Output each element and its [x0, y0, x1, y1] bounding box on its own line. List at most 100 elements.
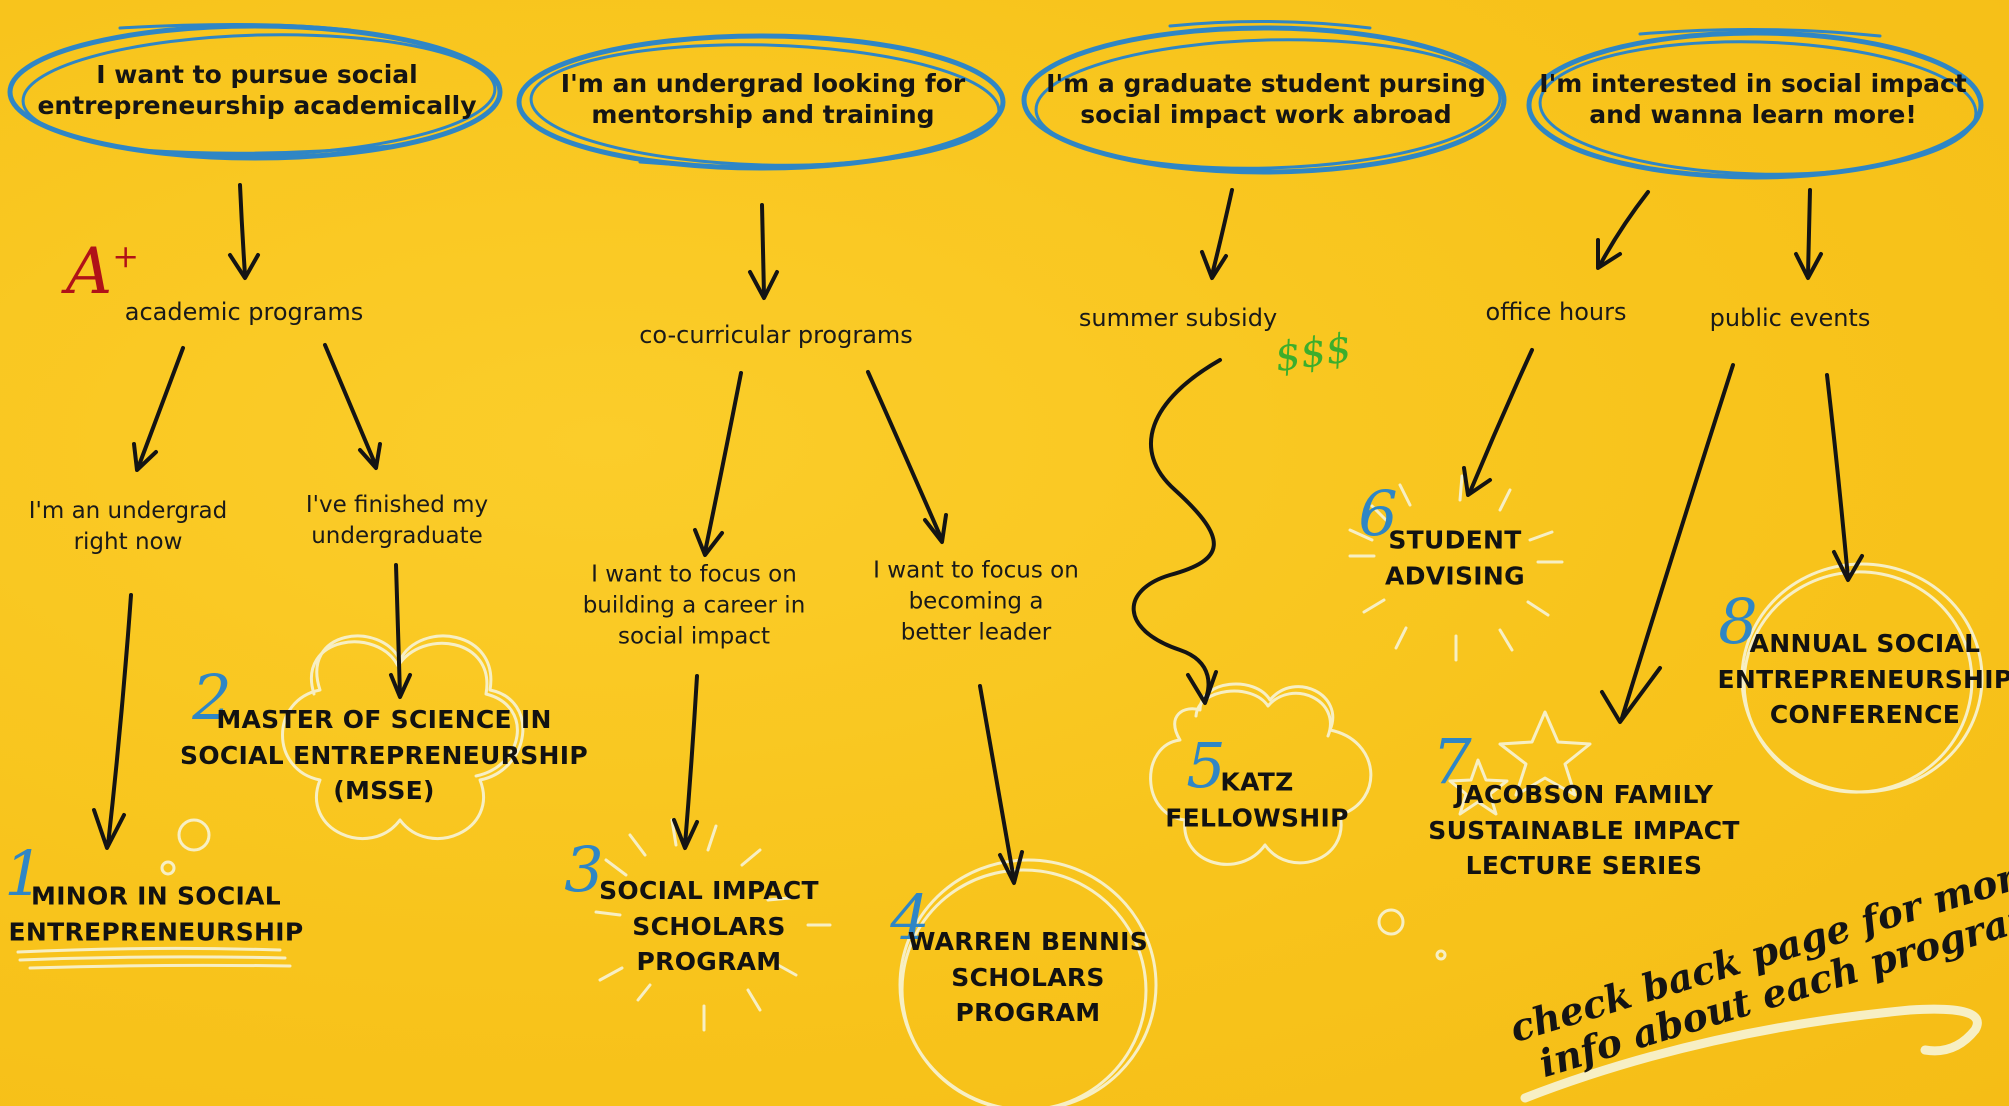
category-public-events: public events: [1709, 304, 1871, 332]
program-1-line1: MINOR IN SOCIAL: [31, 881, 281, 911]
question-oval-2: [516, 33, 1006, 171]
arrow-academic-undergrad: [136, 346, 185, 470]
question-oval-1: [7, 22, 503, 161]
sublabel-leader-focus-line2: becoming a: [908, 588, 1044, 615]
program-5-line2: FELLOWSHIP: [1165, 803, 1349, 832]
question-3: I'm a graduate student pursing social im…: [1046, 68, 1486, 131]
sublabel-career-focus: I want to focus on building a career in …: [583, 559, 806, 652]
program-2-msse: MASTER OF SCIENCE IN SOCIAL ENTREPRENEUR…: [180, 702, 588, 809]
question-3-line2: social impact work abroad: [1080, 100, 1452, 129]
program-6-student-advising: STUDENT ADVISING: [1385, 523, 1525, 594]
question-4: I'm interested in social impact and wann…: [1539, 68, 1966, 131]
arrow-leader-wbsp: [978, 684, 1016, 882]
sublabel-undergrad-now: I'm an undergrad right now: [29, 496, 228, 558]
arrow-public-conference: [1825, 373, 1850, 580]
program-8-number: 8: [1718, 585, 1758, 658]
question-2-line1: I'm an undergrad looking for: [560, 68, 966, 98]
program-8-annual-conference: ANNUAL SOCIAL ENTREPRENEURSHIP CONFERENC…: [1718, 626, 2009, 733]
program-8-circle: [1740, 562, 1984, 794]
sublabel-career-focus-line1: I want to focus on: [591, 561, 797, 588]
category-office-hours: office hours: [1485, 298, 1627, 326]
program-2-line1: MASTER OF SCIENCE IN: [216, 704, 552, 734]
program-4-line3: PROGRAM: [955, 997, 1101, 1027]
arrow-q2-cocurricular: [760, 203, 766, 297]
program-8-line1: ANNUAL SOCIAL: [1749, 628, 1981, 658]
question-1-line2: entrepreneurship academically: [37, 91, 477, 120]
a-plus-grade-icon: A+: [66, 240, 139, 304]
arrow-cocurricular-leader: [866, 370, 944, 542]
program-5-flower: [1149, 682, 1373, 866]
program-6-line2: ADVISING: [1385, 561, 1525, 590]
category-academic-programs: academic programs: [124, 298, 364, 326]
question-4-line2: and wanna learn more!: [1589, 100, 1917, 129]
sublabel-leader-focus-line1: I want to focus on: [873, 557, 1079, 584]
program-1-underline: [16, 818, 292, 970]
program-3-burst: [594, 818, 832, 1032]
sublabel-finished-undergrad: I've finished my undergraduate: [306, 490, 488, 552]
program-8-line2: ENTREPRENEURSHIP: [1717, 664, 2009, 694]
arrow-career-sisp: [683, 674, 699, 847]
program-4-line1: WARREN BENNIS: [907, 926, 1149, 956]
question-2: I'm an undergrad looking for mentorship …: [561, 68, 965, 131]
program-7-line1: JACOBSON FAMILY: [1454, 779, 1714, 809]
arrow-summer-katz: [1131, 358, 1222, 702]
program-4-line2: SCHOLARS: [951, 962, 1105, 992]
program-5-katz-fellowship: KATZ FELLOWSHIP: [1165, 765, 1349, 836]
program-3-line1: SOCIAL IMPACT: [599, 875, 819, 905]
program-1-line2: ENTREPRENEURSHIP: [8, 917, 304, 946]
program-1-minor: MINOR IN SOCIAL ENTREPRENEURSHIP: [9, 879, 304, 950]
arrow-q4-office: [1598, 190, 1650, 267]
program-3-number: 3: [564, 833, 604, 906]
sublabel-finished-undergrad-line2: undergraduate: [311, 523, 483, 549]
sublabel-undergrad-now-line2: right now: [73, 529, 183, 555]
question-4-line1: I'm interested in social impact: [1539, 68, 1967, 98]
question-3-line1: I'm a graduate student pursing: [1046, 68, 1486, 98]
question-oval-4: [1526, 27, 1984, 180]
arrow-finished-msse: [394, 563, 402, 697]
program-4-circle: [898, 858, 1158, 1106]
sublabel-leader-focus-line3: better leader: [900, 619, 1052, 646]
category-co-curricular-programs: co-curricular programs: [639, 321, 913, 349]
arrow-academic-finished: [323, 343, 378, 468]
question-1: I want to pursue social entrepreneurship…: [37, 59, 476, 122]
sublabel-career-focus-line2: building a career in: [582, 592, 806, 619]
program-6-line1: STUDENT: [1388, 525, 1522, 555]
grade-plus: +: [112, 237, 140, 275]
program-7-jacobson-lecture-series: JACOBSON FAMILY SUSTAINABLE IMPACT LECTU…: [1428, 777, 1739, 884]
program-3-line3: PROGRAM: [636, 946, 782, 976]
sublabel-leader-focus: I want to focus on becoming a better lea…: [873, 555, 1079, 648]
program-3-line2: SCHOLARS: [632, 911, 786, 941]
sublabel-career-focus-line3: social impact: [617, 623, 771, 650]
sublabel-finished-undergrad-line1: I've finished my: [305, 491, 489, 518]
program-1-number: 1: [4, 837, 44, 910]
arrow-q4-public: [1806, 188, 1812, 277]
program-2-line3: (MSSE): [333, 775, 435, 805]
program-8-line3: CONFERENCE: [1769, 699, 1961, 729]
program-5-number: 5: [1186, 729, 1226, 802]
program-4-number: 4: [890, 881, 930, 954]
program-6-number: 6: [1358, 477, 1398, 550]
note-swoosh: [1520, 1004, 1982, 1103]
program-6-burst: [1348, 474, 1564, 662]
question-2-line2: mentorship and training: [591, 100, 935, 129]
question-1-line1: I want to pursue social: [96, 59, 418, 89]
program-5-line1: KATZ: [1220, 767, 1294, 797]
arrow-cocurricular-career: [703, 371, 743, 554]
arrow-public-lectures: [1620, 363, 1735, 720]
program-2-number: 2: [192, 661, 232, 734]
arrow-q3-summer: [1210, 188, 1234, 277]
question-oval-3: [1021, 19, 1507, 175]
sublabel-undergrad-now-line1: I'm an undergrad: [28, 497, 228, 524]
program-7-line3: LECTURE SERIES: [1465, 850, 1703, 880]
arrow-q1-academic: [238, 183, 247, 277]
program-7-stars: [1377, 710, 1592, 961]
program-4-warren-bennis-scholars: WARREN BENNIS SCHOLARS PROGRAM: [908, 924, 1148, 1031]
program-3-social-impact-scholars: SOCIAL IMPACT SCHOLARS PROGRAM: [599, 873, 819, 980]
program-7-number: 7: [1432, 725, 1472, 798]
program-7-line2: SUSTAINABLE IMPACT: [1428, 815, 1740, 845]
category-summer-subsidy: summer subsidy: [1078, 304, 1278, 332]
grade-letter: A: [66, 235, 113, 309]
arrow-undergrad-minor: [106, 593, 133, 847]
program-2-line2: SOCIAL ENTREPRENEURSHIP: [180, 740, 588, 770]
